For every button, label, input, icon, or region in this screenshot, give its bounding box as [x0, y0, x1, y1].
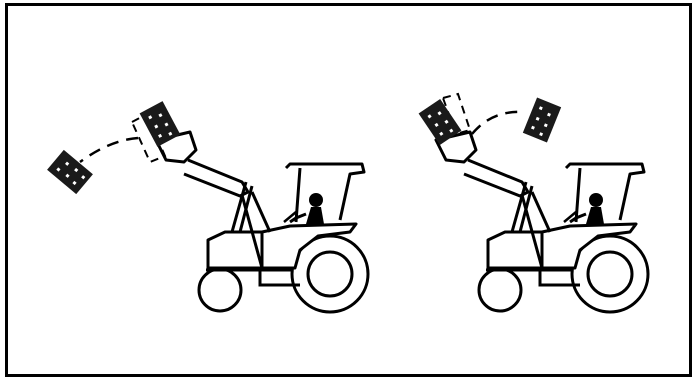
- figure-border: [5, 3, 692, 377]
- panel-left: [47, 101, 370, 314]
- trajectory-arrow: [471, 110, 525, 135]
- panel-right: [418, 92, 650, 314]
- trajectory-arrow: [79, 136, 139, 164]
- ghost-bale-outline: [130, 112, 167, 164]
